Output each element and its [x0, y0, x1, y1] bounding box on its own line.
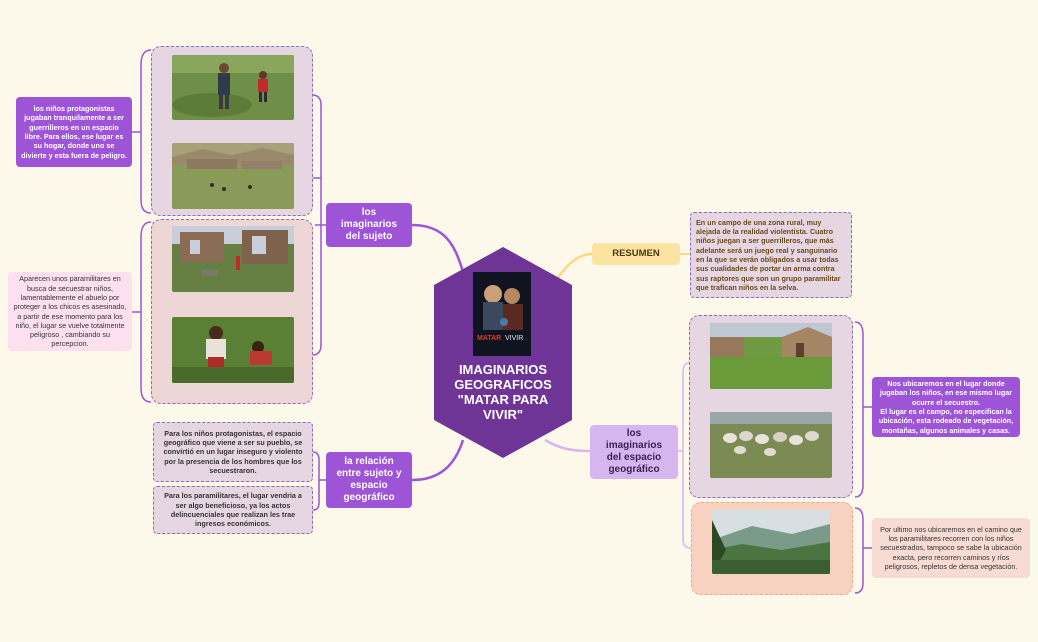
sheep-herd-photo — [710, 412, 832, 478]
branch-resumen[interactable]: RESUMEN — [592, 243, 680, 265]
adobe-house-photo — [710, 323, 832, 389]
note-relacion-ninos: Para los niños protagonistas, el espacio… — [153, 422, 313, 482]
ruins-landscape-photo — [172, 143, 294, 209]
poster-subtitle: VIVIR — [505, 335, 523, 342]
stone-ruins-photo — [172, 226, 294, 292]
note-relacion-paramilitares: Para los paramilitares, el lugar vendria… — [153, 486, 313, 534]
poster-title: MATAR — [477, 335, 501, 342]
note-lugar-juego: Nos ubicaremos en el lugar donde jugaban… — [872, 377, 1020, 437]
central-title: IMAGINARIOS GEOGRAFICOS "MATAR PARA VIVI… — [454, 362, 552, 422]
note-camino-paramilitares: Por ultimo nos ubicaremos en el camino q… — [872, 518, 1030, 578]
branch-imaginarios-espacio[interactable]: los imaginarios del espacio geográfico — [590, 425, 678, 479]
children-field-photo — [172, 55, 294, 120]
children-crouching-photo — [172, 317, 294, 383]
note-resumen: En un campo de una zona rural, muy aleja… — [690, 212, 852, 298]
branch-relacion-sujeto-espacio[interactable]: la relación entre sujeto y espacio geogr… — [326, 452, 412, 508]
note-secuestro-paramilitares: Aparecen unos paramilitares en busca de … — [8, 272, 132, 351]
forest-valley-photo — [712, 510, 830, 574]
note-juego-seguro: los niños protagonistas jugaban tranquil… — [16, 97, 132, 167]
branch-imaginarios-sujeto[interactable]: los imaginarios del sujeto — [326, 203, 412, 247]
movie-poster-image: MATAR VIVIR — [473, 272, 531, 356]
